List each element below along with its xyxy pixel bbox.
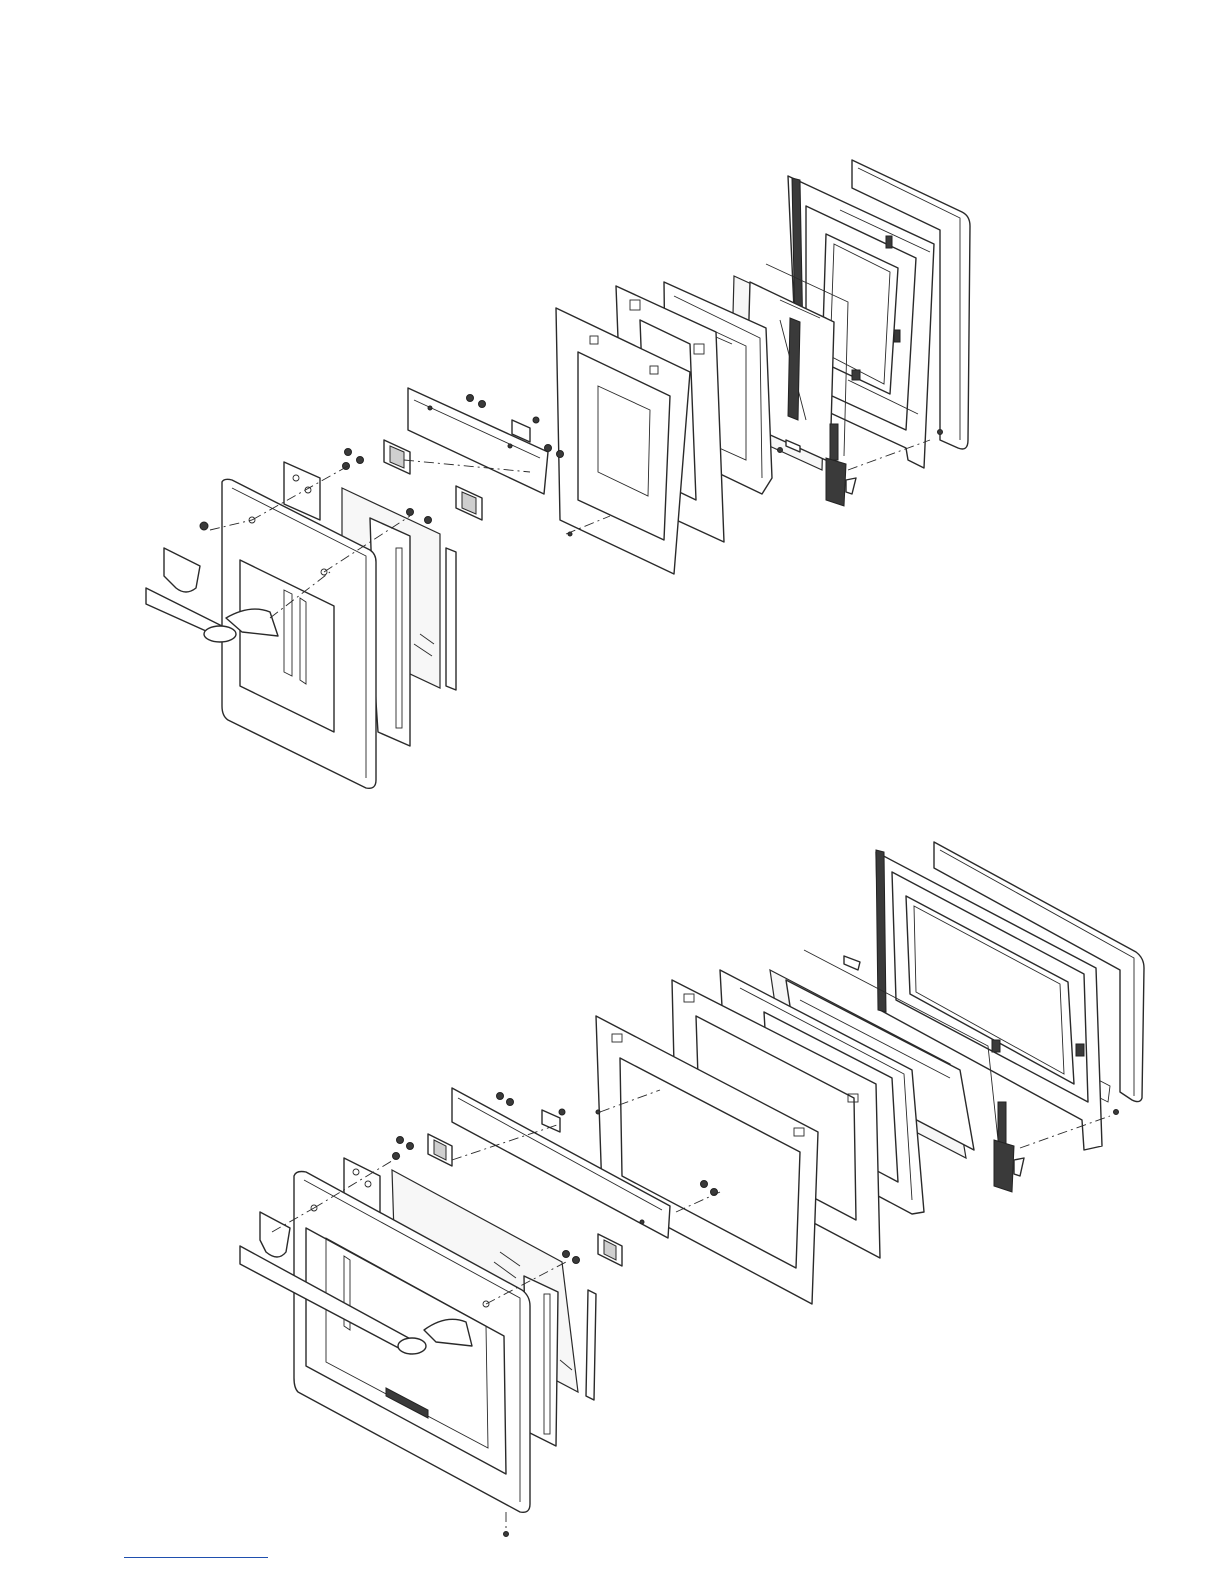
footer-rule bbox=[124, 1557, 268, 1558]
lower-door-exploded-view bbox=[240, 842, 1144, 1537]
upper-door-exploded-view bbox=[146, 160, 970, 788]
